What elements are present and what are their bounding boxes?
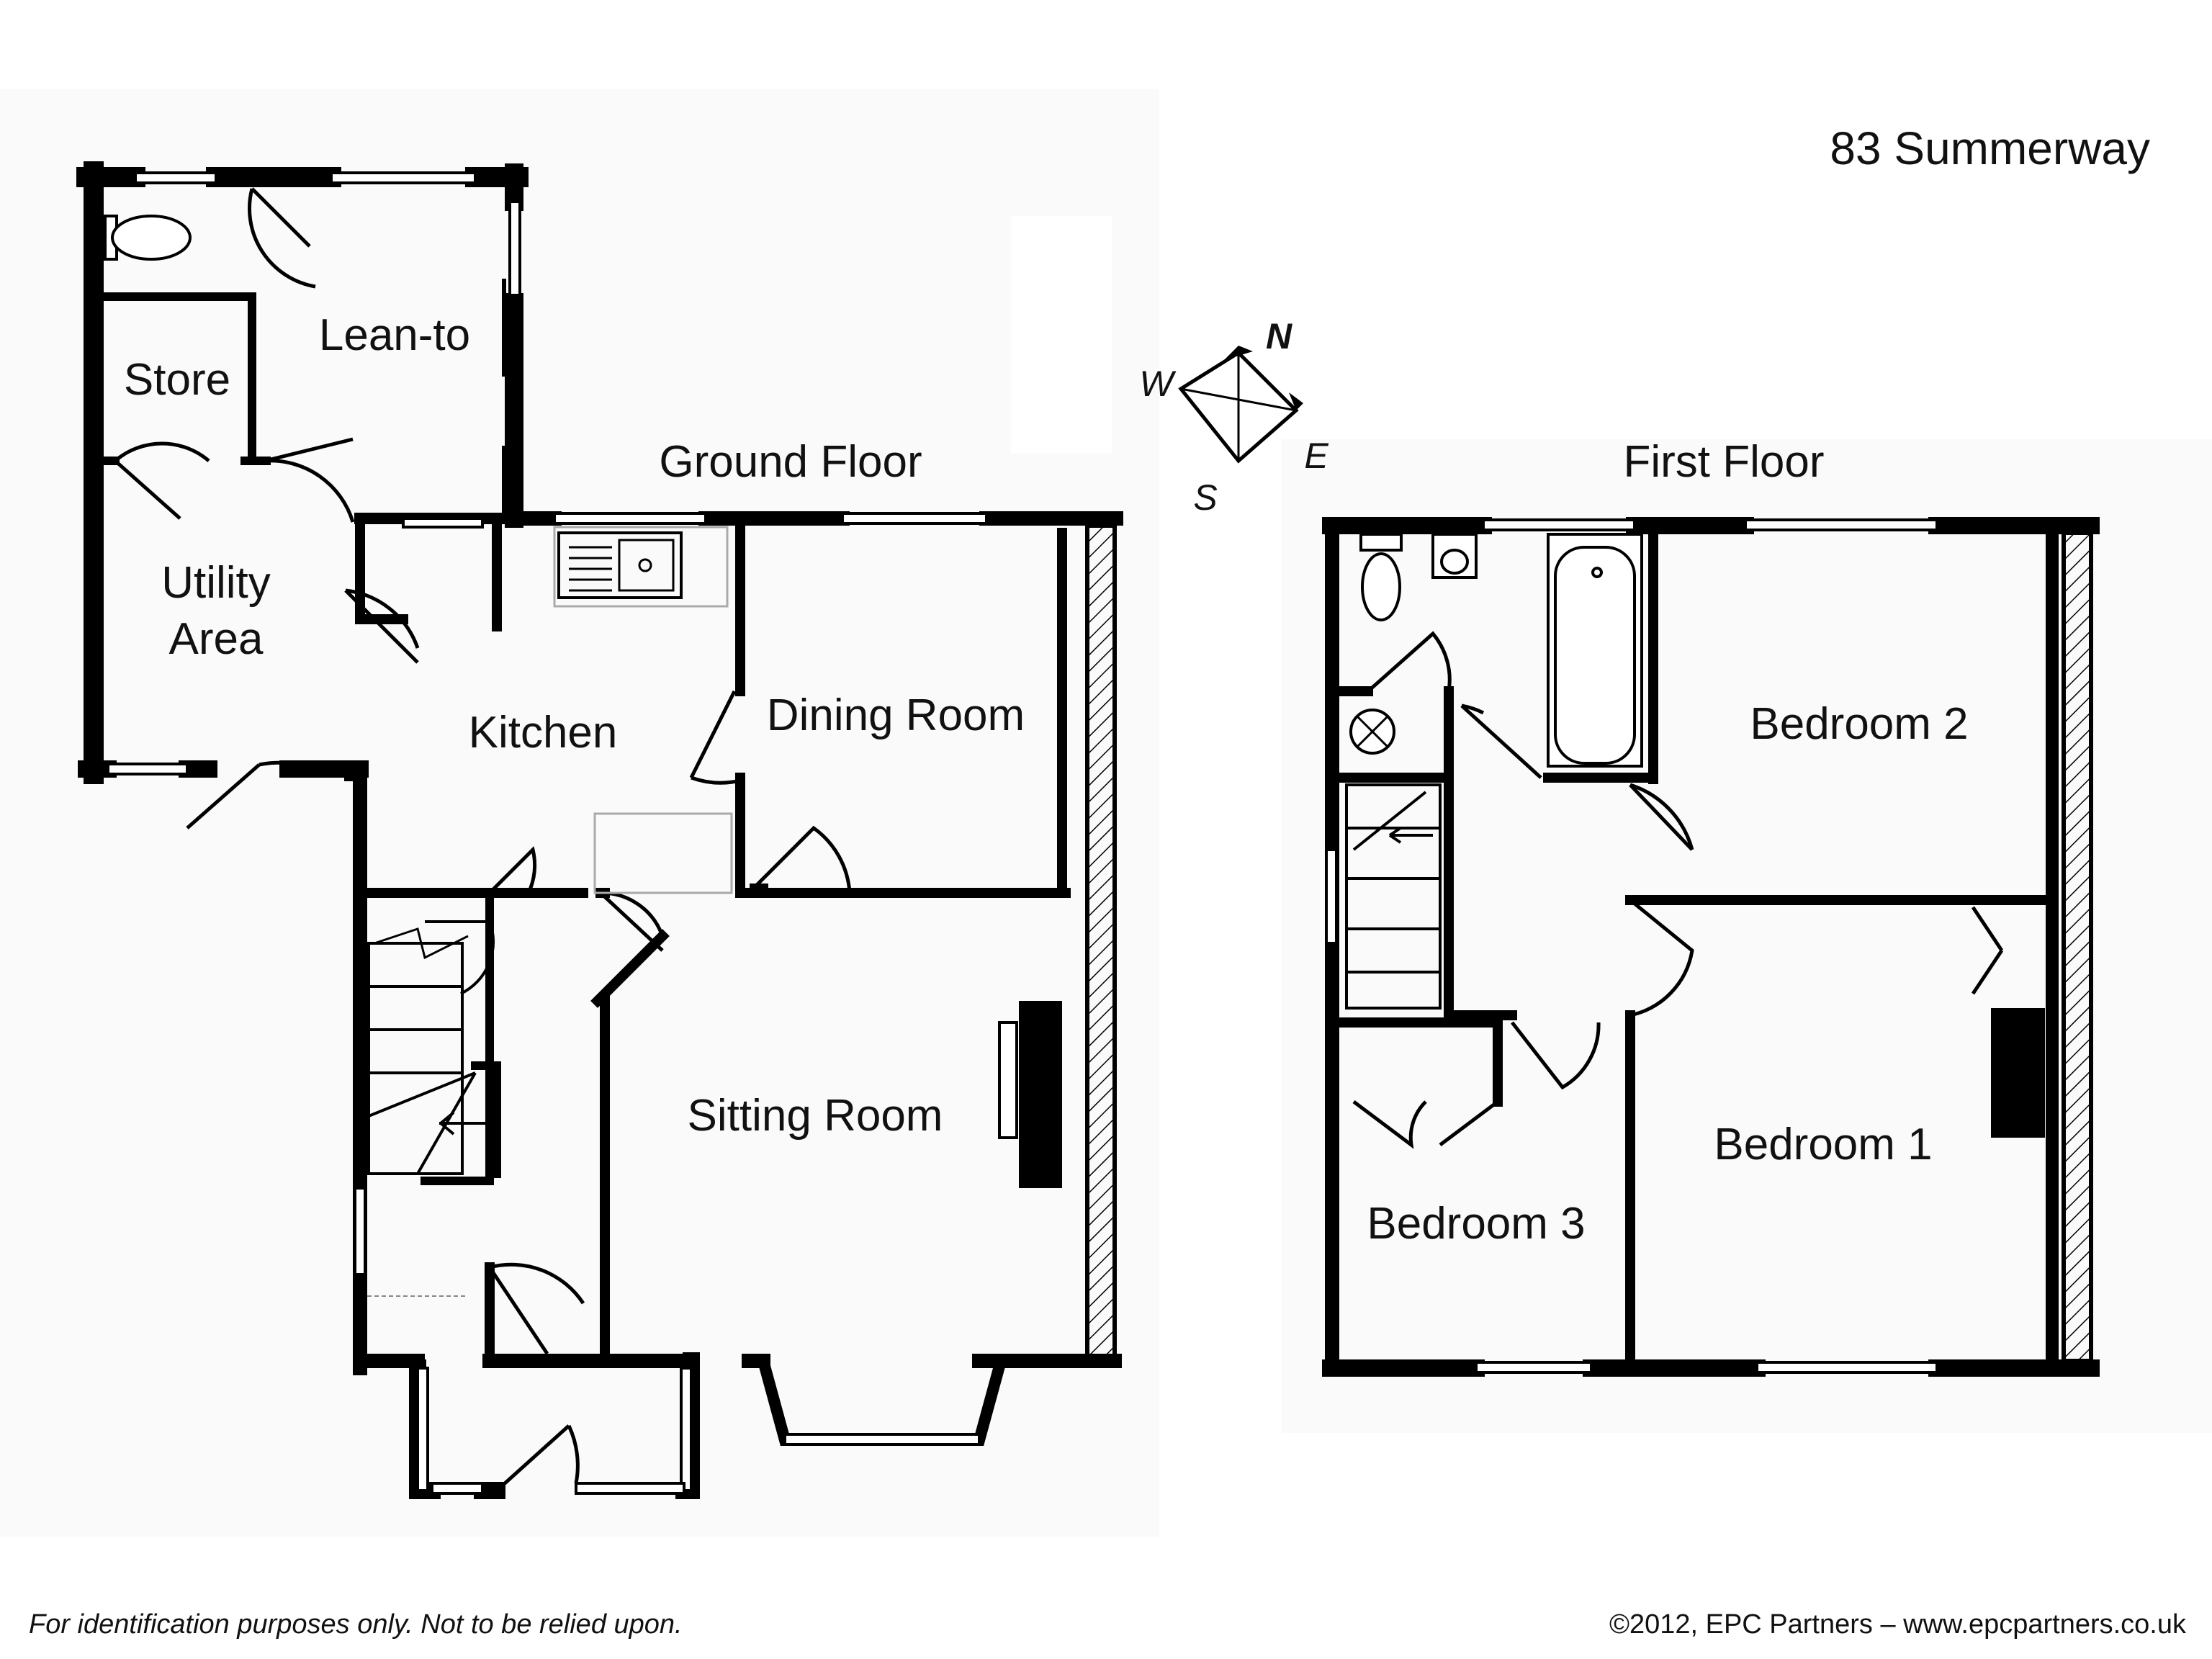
room-label-bedroom-1: Bedroom 1 bbox=[1714, 1120, 1932, 1169]
first-windows bbox=[1325, 518, 1938, 1374]
property-address: 83 Summerway bbox=[1830, 122, 2150, 174]
disclaimer-text: For identification purposes only. Not to… bbox=[29, 1609, 683, 1640]
room-label-utility-line1: Utility bbox=[161, 558, 271, 608]
first-door-swings bbox=[1352, 631, 2004, 1149]
room-label-bedroom-3: Bedroom 3 bbox=[1367, 1199, 1585, 1249]
first-party-wall-hatch bbox=[2062, 531, 2093, 1363]
ground-door-swings bbox=[114, 187, 852, 1492]
room-label-store: Store bbox=[124, 355, 230, 405]
room-label-sitting-room: Sitting Room bbox=[688, 1091, 943, 1141]
first-floor-heading: First Floor bbox=[1624, 437, 1825, 487]
ground-floor-backdrop bbox=[0, 89, 1159, 1537]
compass-icon bbox=[1178, 346, 1303, 465]
room-label-kitchen: Kitchen bbox=[469, 708, 618, 757]
room-label-bedroom-2: Bedroom 2 bbox=[1750, 699, 1968, 749]
bathroom-fittings bbox=[1349, 533, 1643, 768]
ground-stairs bbox=[367, 927, 490, 1175]
compass-north-label: N bbox=[1266, 316, 1292, 356]
kitchen-fittings bbox=[367, 526, 733, 1297]
copyright-text: ©2012, EPC Partners – www.epcpartners.co… bbox=[1609, 1609, 2187, 1640]
party-wall-hatch bbox=[1085, 523, 1117, 1363]
first-stairs bbox=[1345, 783, 1442, 1010]
ground-floor-walls bbox=[76, 161, 1123, 1499]
compass-west-label: W bbox=[1139, 364, 1177, 404]
fireplace-hearth bbox=[998, 1021, 1018, 1139]
compass-south-label: S bbox=[1193, 477, 1217, 518]
room-label-utility-line2: Area bbox=[169, 614, 264, 664]
first-floor-walls bbox=[1322, 517, 2100, 1377]
ground-windows bbox=[107, 171, 988, 1495]
ground-floor-heading: Ground Floor bbox=[659, 437, 922, 487]
compass-east-label: E bbox=[1304, 436, 1328, 476]
room-label-lean-to: Lean-to bbox=[319, 310, 470, 360]
wc-toilet bbox=[104, 215, 192, 261]
room-label-dining-room: Dining Room bbox=[767, 691, 1025, 740]
